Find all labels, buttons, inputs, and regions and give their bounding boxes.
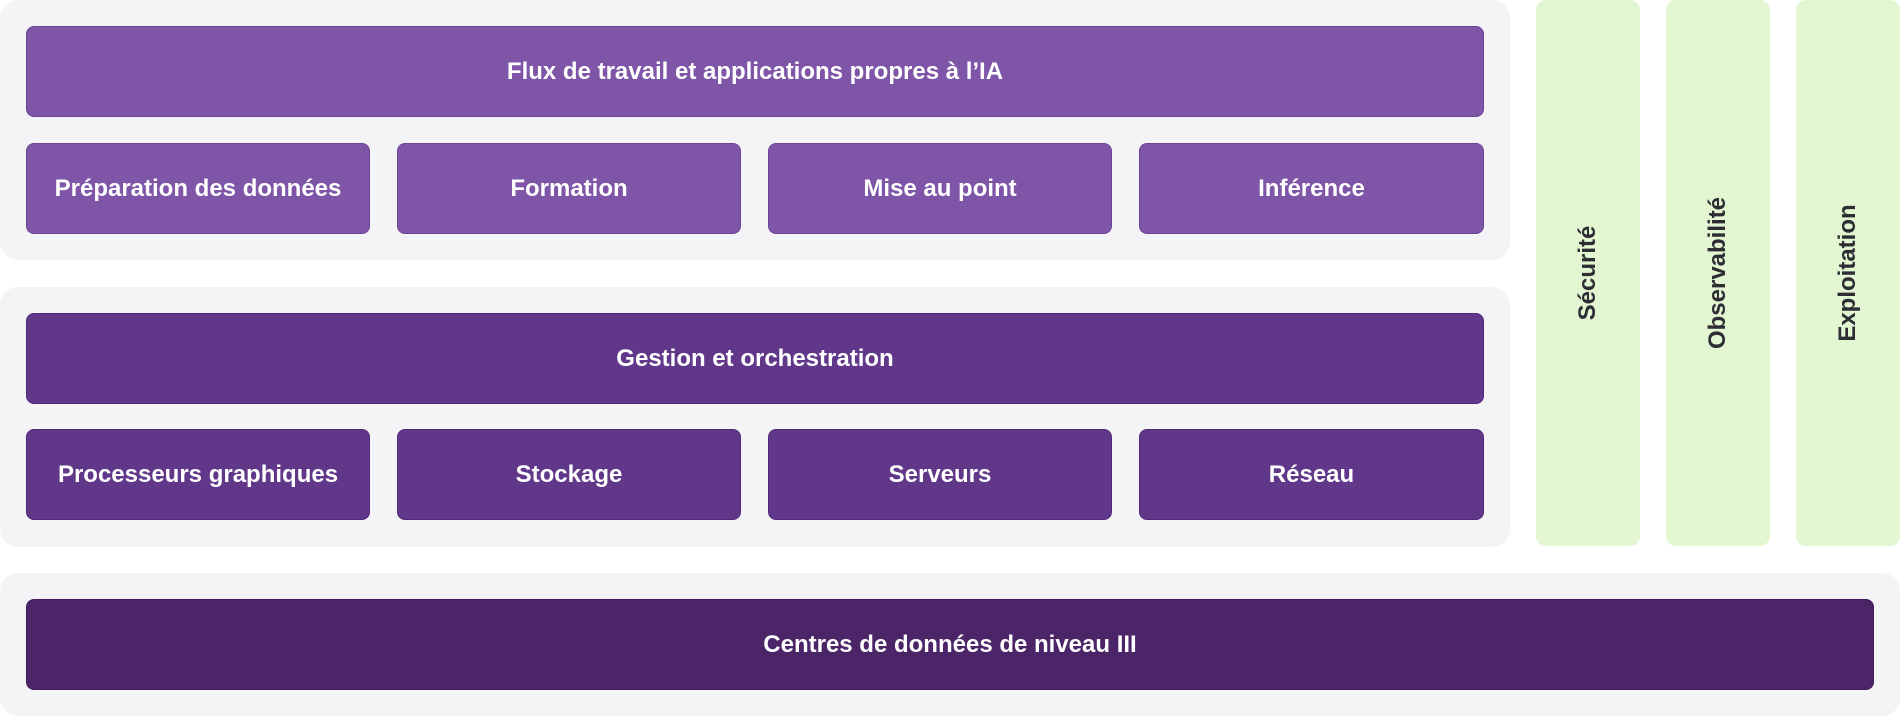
box-network: Réseau bbox=[1139, 429, 1484, 520]
storage-label: Stockage bbox=[515, 460, 623, 488]
observability-label: Observabilité bbox=[1704, 196, 1731, 350]
column-operations: Exploitation bbox=[1796, 0, 1900, 546]
training-label: Formation bbox=[510, 174, 628, 202]
tier3-datacenters-bar: Centres de données de niveau III bbox=[26, 599, 1874, 690]
box-training: Formation bbox=[397, 143, 741, 234]
data-preparation-label: Préparation des données bbox=[54, 174, 342, 202]
security-label: Sécurité bbox=[1574, 225, 1601, 321]
gpus-label: Processeurs graphiques bbox=[57, 460, 339, 488]
fine-tuning-label: Mise au point bbox=[863, 174, 1017, 202]
management-orchestration-bar: Gestion et orchestration bbox=[26, 313, 1484, 404]
column-observability: Observabilité bbox=[1666, 0, 1770, 546]
box-servers: Serveurs bbox=[768, 429, 1112, 520]
column-security: Sécurité bbox=[1536, 0, 1640, 546]
servers-label: Serveurs bbox=[888, 460, 992, 488]
ai-workflows-label: Flux de travail et applications propres … bbox=[506, 57, 1004, 85]
operations-label: Exploitation bbox=[1834, 204, 1861, 342]
box-inference: Inférence bbox=[1139, 143, 1484, 234]
ai-workflows-bar: Flux de travail et applications propres … bbox=[26, 26, 1484, 117]
box-gpus: Processeurs graphiques bbox=[26, 429, 370, 520]
box-storage: Stockage bbox=[397, 429, 741, 520]
box-data-preparation: Préparation des données bbox=[26, 143, 370, 234]
inference-label: Inférence bbox=[1258, 174, 1365, 202]
tier3-datacenters-label: Centres de données de niveau III bbox=[763, 630, 1137, 658]
network-label: Réseau bbox=[1268, 460, 1355, 488]
management-orchestration-label: Gestion et orchestration bbox=[616, 344, 894, 372]
box-fine-tuning: Mise au point bbox=[768, 143, 1112, 234]
